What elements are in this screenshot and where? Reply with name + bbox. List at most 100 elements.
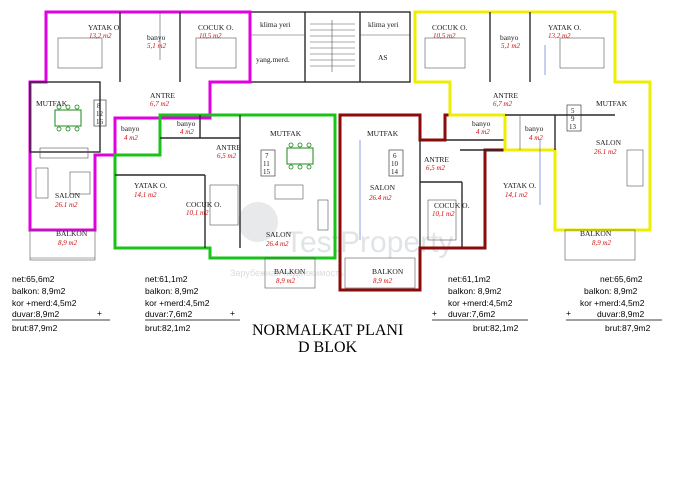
room-name: YATAK O.: [503, 181, 536, 190]
summary-balkon: balkon: 8,9m2: [145, 286, 199, 296]
room-area: 8,9 m2: [58, 239, 78, 247]
unit-number: 16: [96, 118, 104, 126]
summary-kor-merd: kor +merd:4,5m2: [448, 298, 513, 308]
apartment-d: COCUK O. 10,5 m2 banyo 5,1 m2 YATAK O. 1…: [413, 10, 652, 261]
unit-number: 10: [391, 160, 399, 168]
watermark: TestProperty Зарубежная недвижимость: [230, 202, 453, 278]
watermark-text: TestProperty: [285, 226, 453, 259]
room-area: 5,1 m2: [147, 42, 167, 50]
unit-number: 11: [263, 160, 270, 168]
plan-subtitle: D BLOK: [298, 339, 358, 356]
room-name: banyo: [147, 33, 166, 42]
building-core: klima yeri klima yeri yang.merd. AS: [249, 11, 411, 83]
plus-icon: +: [97, 308, 102, 318]
room-name: ANTRE: [424, 155, 449, 164]
room-name: BALKON: [274, 267, 306, 276]
watermark-subtext: Зарубежная недвижимость: [230, 268, 344, 278]
room-name: ANTRE: [216, 143, 241, 152]
summary-net: net:61,1m2: [448, 274, 491, 284]
dining-table-b: [286, 142, 314, 170]
summary-c: net:61,1m2 balkon: 8,9m2 kor +merd:4,5m2…: [432, 274, 528, 333]
room-name: banyo: [500, 33, 519, 42]
room-name: ANTRE: [493, 91, 518, 100]
unit-number: 6: [393, 152, 397, 160]
unit-number: 12: [96, 110, 104, 118]
summary-brut: brut:82,1m2: [473, 323, 519, 333]
room-name: BALKON: [372, 267, 404, 276]
summary-kor-merd: kor +merd:4,5m2: [145, 298, 210, 308]
room-name: BALKON: [580, 229, 612, 238]
apartment-d-outline: [413, 10, 652, 232]
room-name: MUTFAK: [36, 99, 68, 108]
summary-kor-merd: kor +merd:4,5m2: [580, 298, 645, 308]
room-area: 10,1 m2: [432, 210, 455, 218]
room-name: banyo: [472, 119, 491, 128]
room-area: 6,7 m2: [493, 100, 513, 108]
room-area: 8,9 m2: [276, 277, 296, 285]
room-area: 26.4 m2: [266, 240, 289, 248]
unit-number: 14: [391, 168, 399, 176]
summary-duvar: duvar:7,6m2: [145, 309, 193, 319]
unit-number: 9: [571, 115, 575, 123]
room-area: 13,2 m2: [548, 32, 571, 40]
apartment-c: MUTFAK SALON 26.4 m2 ANTRE 6,5 m2 banyo …: [338, 113, 536, 292]
room-area: 26.1 m2: [594, 148, 617, 156]
room-area: 4 m2: [529, 134, 543, 142]
summary-net: net:65,6m2: [600, 274, 643, 284]
summary-d: net:65,6m2 balkon: 8,9m2 kor +merd:4,5m2…: [566, 274, 662, 333]
unit-number: 15: [263, 168, 271, 176]
room-area: 14,1 m2: [134, 191, 157, 199]
room-area: 6,5 m2: [426, 164, 446, 172]
room-name: COCUK O.: [186, 200, 222, 209]
room-name: YATAK O.: [548, 23, 581, 32]
room-name: ANTRE: [150, 91, 175, 100]
room-area: 4 m2: [124, 134, 138, 142]
room-name: SALON: [55, 191, 81, 200]
apartment-b-outline: [113, 113, 337, 260]
room-area: 10,1 m2: [186, 209, 209, 217]
room-name: banyo: [177, 119, 196, 128]
plus-icon: +: [230, 308, 235, 318]
room-area: 6,7 m2: [150, 100, 170, 108]
watermark-logo-icon: [238, 202, 278, 242]
plan-title: NORMALKAT PLANI: [252, 322, 403, 339]
summary-kor-merd: kor +merd:4,5m2: [12, 298, 77, 308]
apartment-c-outline: [338, 113, 507, 292]
summary-duvar: duvar:8,9m2: [597, 309, 645, 319]
room-name: COCUK O.: [198, 23, 234, 32]
room-area: 26.1 m2: [55, 201, 78, 209]
summary-balkon: balkon: 8,9m2: [584, 286, 638, 296]
room-name: SALON: [596, 138, 622, 147]
room-area: 14,1 m2: [505, 191, 528, 199]
summary-net: net:65,6m2: [12, 274, 55, 284]
room-area: 10,5 m2: [433, 32, 456, 40]
summary-balkon: balkon: 8,9m2: [448, 286, 502, 296]
room-name: YATAK O.: [88, 23, 121, 32]
room-area: 4 m2: [180, 128, 194, 136]
room-name: MUTFAK: [596, 99, 628, 108]
room-name: SALON: [370, 183, 396, 192]
room-area: 13,2 m2: [89, 32, 112, 40]
summary-balkon: balkon: 8,9m2: [12, 286, 66, 296]
unit-number: 5: [571, 107, 575, 115]
summary-net: net:61,1m2: [145, 274, 188, 284]
room-name: MUTFAK: [270, 129, 302, 138]
plus-icon: +: [566, 308, 571, 318]
room-name: YATAK O.: [134, 181, 167, 190]
summary-a: net:65,6m2 balkon: 8,9m2 kor +merd:4,5m2…: [12, 274, 110, 333]
room-name: banyo: [121, 124, 140, 133]
unit-number: 7: [265, 152, 269, 160]
room-name: SALON: [266, 230, 292, 239]
room-name: BALKON: [56, 229, 88, 238]
plus-icon: +: [432, 308, 437, 318]
stairs: [310, 20, 355, 72]
klima-right-label: klima yeri: [368, 20, 399, 29]
room-area: 10,5 m2: [199, 32, 222, 40]
yangin-merdiven-label: yang.merd.: [256, 55, 290, 64]
room-name: banyo: [525, 124, 544, 133]
room-area: 4 m2: [476, 128, 490, 136]
dining-table-a: [54, 104, 82, 132]
summary-b: net:61,1m2 balkon: 8,9m2 kor +merd:4,5m2…: [145, 274, 240, 333]
room-area: 5,1 m2: [501, 42, 521, 50]
